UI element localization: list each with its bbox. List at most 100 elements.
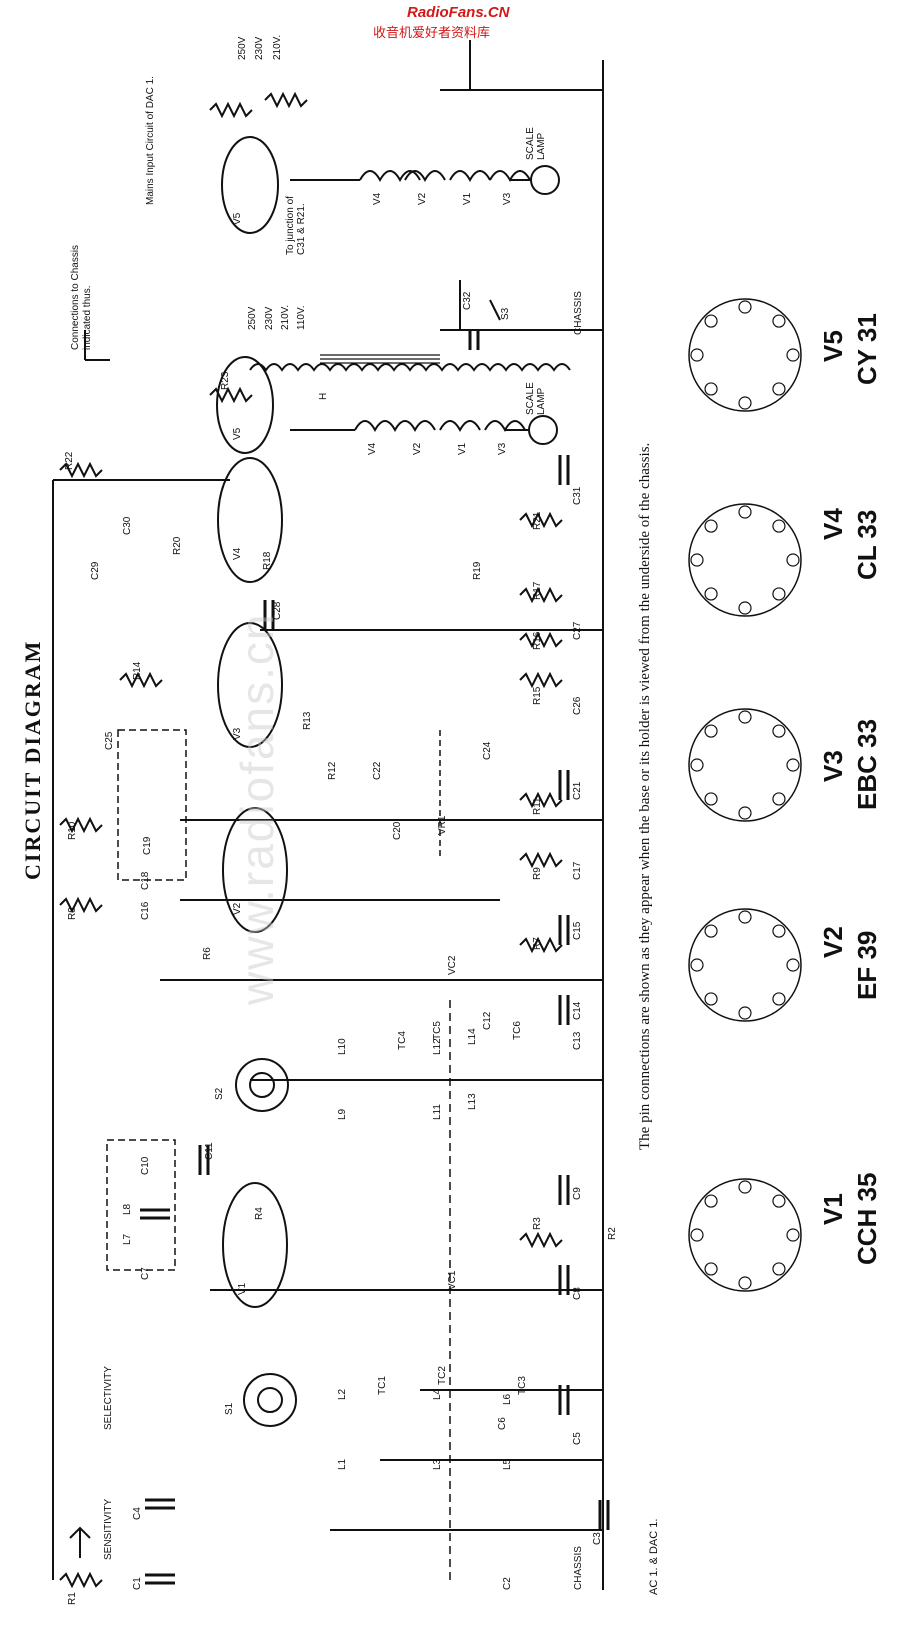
pin-dot — [786, 758, 800, 772]
component-label: R15 — [532, 686, 543, 705]
tube-type-v5: CY 31 — [852, 313, 882, 385]
component-label: C3 — [592, 1532, 603, 1545]
tube-label-v5: V5 — [818, 330, 848, 362]
component-label: R20 — [172, 536, 183, 555]
tube-type-v1: CCH 35 — [852, 1172, 882, 1265]
watermark-cn: 收音机爱好者资料库 — [373, 25, 491, 40]
pin-dot — [772, 924, 786, 938]
component-label: C8 — [572, 1287, 583, 1300]
component-label: C5 — [572, 1432, 583, 1445]
component-label: C4 — [132, 1507, 143, 1520]
component-label: C7 — [140, 1267, 151, 1280]
scale-lamp-label-mains: SCALE LAMP — [525, 127, 547, 160]
component-label: C25 — [104, 731, 115, 750]
component-label: R6 — [202, 947, 213, 960]
component-label: 110V. — [296, 306, 307, 330]
component-label: V3 — [502, 192, 513, 205]
tube-type-v2: EF 39 — [852, 930, 882, 1000]
component-label: C2 — [502, 1577, 513, 1590]
component-label: R13 — [302, 711, 313, 730]
component-label: VR1 — [437, 815, 448, 835]
diagram-title: CIRCUIT DIAGRAM — [20, 639, 45, 880]
component-label: L4 — [432, 1388, 443, 1400]
component-label: R4 — [254, 1207, 265, 1220]
pin-connection-note: The pin connections are shown as they ap… — [637, 442, 653, 1150]
valve-v5-mains — [221, 136, 279, 234]
pin-dot — [738, 806, 752, 820]
pin-dot — [786, 348, 800, 362]
pin-dot — [738, 910, 752, 924]
pin-dot — [704, 519, 718, 533]
component-label: TC5 — [432, 1021, 443, 1040]
pin-base-v3 — [688, 708, 802, 822]
pin-dot — [704, 1262, 718, 1276]
pin-dot — [738, 710, 752, 724]
component-label: C9 — [572, 1187, 583, 1200]
tube-label-v2: V2 — [818, 926, 848, 958]
component-label: V2 — [417, 192, 428, 205]
tube-label-v4: V4 — [818, 508, 848, 540]
pin-dot — [690, 1228, 704, 1242]
if-transformer-2 — [117, 729, 187, 881]
component-label: V5 — [232, 212, 243, 225]
component-label: S2 — [214, 1087, 225, 1100]
component-label: V3 — [232, 727, 243, 740]
component-label: 210V. — [280, 305, 291, 330]
component-label: V5 — [232, 427, 243, 440]
chassis-connection-note: Connections to Chassis indicated thus. — [70, 244, 93, 350]
pin-dot — [738, 396, 752, 410]
tube-label-v3: V3 — [818, 750, 848, 782]
pin-base-v4 — [688, 503, 802, 617]
pin-dot — [704, 314, 718, 328]
pin-base-v1 — [688, 1178, 802, 1292]
pin-dot — [772, 519, 786, 533]
component-label: TC3 — [517, 1376, 528, 1395]
component-label: R8 — [67, 907, 78, 920]
component-label: L8 — [122, 1203, 133, 1215]
pin-dot — [738, 1276, 752, 1290]
component-label: L7 — [122, 1233, 133, 1245]
pin-base-v2 — [688, 908, 802, 1022]
if-transformer-1 — [106, 1139, 176, 1271]
pin-dot — [772, 992, 786, 1006]
component-label: C17 — [572, 861, 583, 880]
component-label: 230V — [264, 306, 275, 330]
component-label: L3 — [432, 1458, 443, 1470]
valve-v1 — [222, 1182, 288, 1308]
component-label: L9 — [337, 1108, 348, 1120]
component-label: C18 — [140, 871, 151, 890]
pin-dot — [786, 958, 800, 972]
pin-dot — [772, 1262, 786, 1276]
pin-dot — [704, 792, 718, 806]
component-label: R17 — [532, 581, 543, 600]
pin-dot — [738, 505, 752, 519]
valve-v3 — [217, 622, 283, 748]
pin-dot — [772, 792, 786, 806]
component-label: R1 — [67, 1592, 78, 1605]
component-label: S1 — [224, 1402, 235, 1415]
component-label: VC2 — [447, 955, 458, 975]
component-label: V2 — [412, 442, 423, 455]
component-label: R12 — [327, 761, 338, 780]
component-label: C21 — [572, 781, 583, 800]
component-label: S3 — [500, 307, 511, 320]
component-label: R18 — [262, 551, 273, 570]
pin-dot — [704, 924, 718, 938]
pin-base-v5 — [688, 298, 802, 412]
component-label: R7 — [532, 937, 543, 950]
component-label: C32 — [462, 291, 473, 310]
component-label: C30 — [122, 516, 133, 535]
component-label: R3 — [532, 1217, 543, 1230]
component-label: C11 — [204, 1142, 215, 1160]
component-label: C31 — [572, 486, 583, 505]
component-label: V4 — [372, 192, 383, 205]
letter-h: H — [318, 392, 329, 400]
valve-v4 — [217, 457, 283, 583]
pin-dot — [704, 1194, 718, 1208]
component-label: 250V — [247, 306, 258, 330]
valve-v5 — [216, 356, 274, 454]
pin-dot — [690, 958, 704, 972]
tube-label-v1: V1 — [818, 1193, 848, 1225]
component-label: L13 — [467, 1093, 478, 1110]
